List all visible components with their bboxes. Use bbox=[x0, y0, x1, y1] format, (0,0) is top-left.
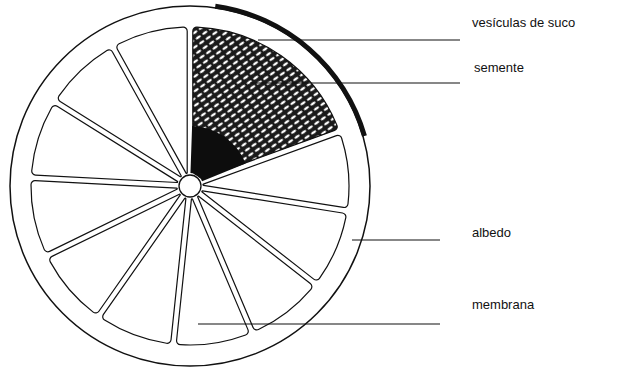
part-label: semente bbox=[474, 60, 524, 76]
part-label: vesículas de suco bbox=[472, 15, 575, 31]
part-label: albedo bbox=[472, 225, 511, 241]
core-circle bbox=[179, 175, 201, 197]
peel-band bbox=[215, 4, 367, 137]
leader-line bbox=[198, 323, 440, 324]
rind-outline bbox=[10, 6, 370, 366]
leader-line bbox=[258, 39, 460, 40]
part-label: membrana bbox=[472, 297, 534, 313]
fruit-segment bbox=[177, 199, 249, 345]
leader-lines bbox=[198, 40, 460, 324]
segment-group bbox=[31, 4, 367, 345]
seed-area bbox=[190, 126, 245, 181]
fruit-segment bbox=[117, 27, 187, 173]
leader-line bbox=[352, 239, 440, 240]
leader-line bbox=[250, 82, 460, 83]
fruit-segment bbox=[31, 181, 177, 252]
